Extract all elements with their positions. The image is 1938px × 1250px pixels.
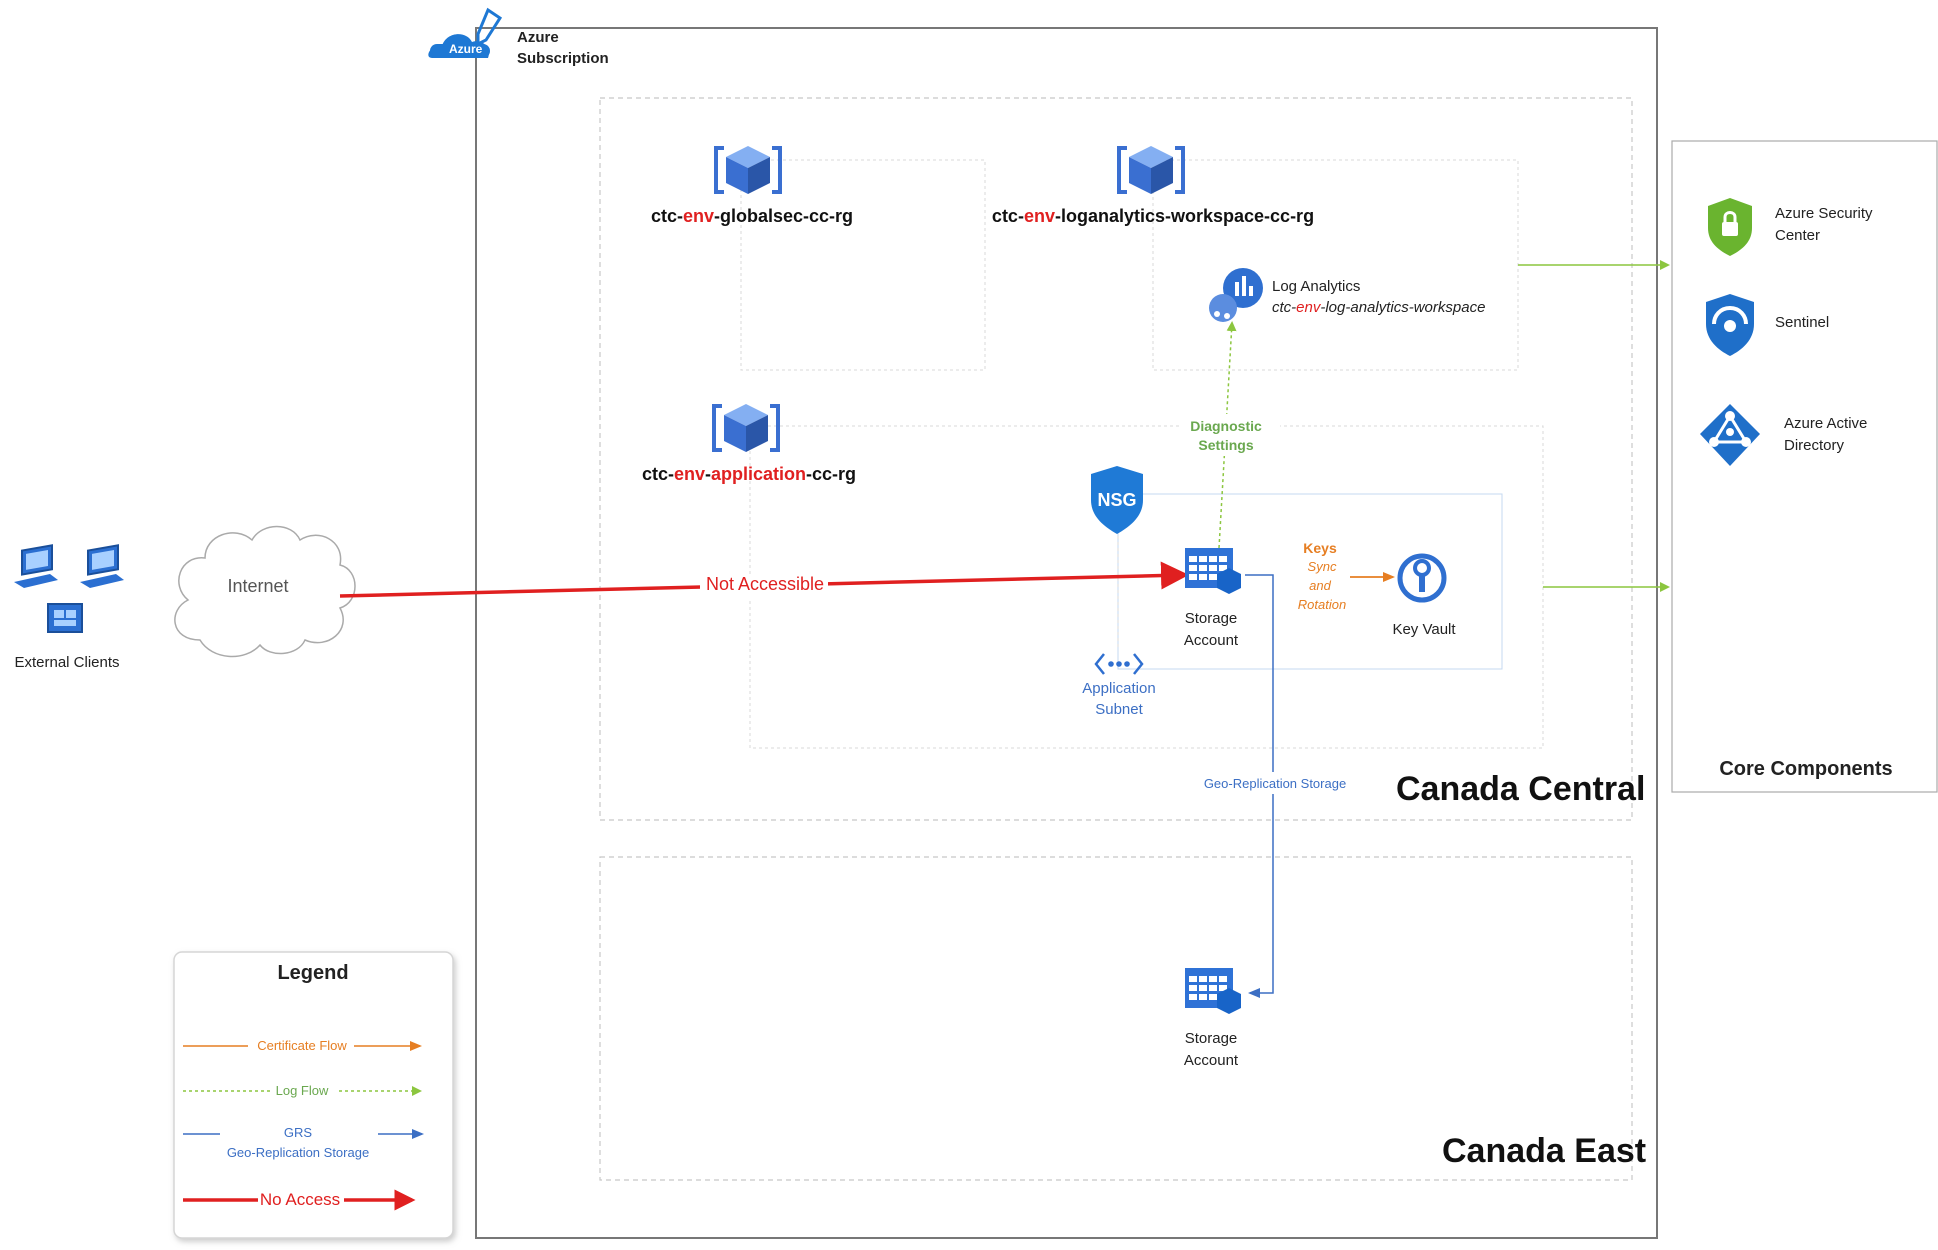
log-analytics-title: Log Analytics — [1272, 278, 1361, 295]
rg-loganalytics-suffix: -loganalytics-workspace-cc-rg — [1054, 206, 1315, 226]
rg-globalsec-env: env — [682, 206, 714, 226]
rg-application-suffix: -cc-rg — [806, 464, 857, 484]
rg-application-app: application — [711, 464, 807, 484]
legend-grs-label-1: GRS — [283, 1125, 313, 1140]
rg-globalsec-suffix: -globalsec-cc-rg — [714, 206, 854, 226]
keys-title: Keys — [1303, 540, 1337, 556]
storage-account-icon — [1185, 968, 1241, 1014]
rg-application-prefix: ctc- — [641, 464, 674, 484]
diagnostic-settings-line2: Settings — [1198, 437, 1254, 453]
aad-line1: Azure Active — [1784, 415, 1868, 432]
region-canada-east — [599, 856, 1633, 1181]
keys-line1: Sync — [1307, 559, 1337, 574]
log-analytics-workspace-name: ctc-env-log-analytics-workspace — [1272, 299, 1485, 316]
rg-globalsec-label: ctc-env-globalsec-cc-rg — [651, 206, 853, 227]
security-center-line2: Center — [1775, 227, 1821, 244]
legend-grs-label-2: Geo-Replication Storage — [226, 1145, 370, 1160]
sentinel-label: Sentinel — [1775, 314, 1830, 331]
computer-icon — [14, 544, 58, 588]
rg-application-env: env — [673, 464, 706, 484]
rg-loganalytics-prefix: ctc- — [991, 206, 1024, 226]
sentinel-shield-icon — [1706, 294, 1754, 356]
resource-group-cube-icon — [712, 404, 780, 452]
internet-cloud-icon — [174, 525, 356, 658]
geo-replication-label: Geo-Replication Storage — [1203, 776, 1347, 791]
external-clients-label: External Clients — [14, 654, 120, 671]
keys-line3: Rotation — [1297, 597, 1347, 612]
subnet-box — [1117, 493, 1503, 670]
server-icon — [47, 603, 83, 633]
rg-globalsec-prefix: ctc- — [650, 206, 683, 226]
not-accessible-label: Not Accessible — [705, 574, 825, 594]
core-components-title: Core Components — [1719, 758, 1893, 780]
nsg-shield-icon — [1091, 466, 1143, 534]
subnet-icon — [1094, 653, 1144, 675]
storage-secondary-line1: Storage — [1184, 1030, 1238, 1047]
key-vault-label: Key Vault — [1392, 621, 1456, 638]
rg-application-middle: - — [705, 464, 712, 484]
subnet-line1: Application — [1082, 680, 1156, 697]
subscription-title-line2: Subscription — [517, 50, 609, 67]
rg-loganalytics-label: ctc-env-loganalytics-workspace-cc-rg — [992, 206, 1314, 227]
aad-line2: Directory — [1784, 437, 1845, 454]
rg-loganalytics-env: env — [1023, 206, 1055, 226]
resource-group-cube-icon — [714, 146, 782, 194]
keys-line2: and — [1309, 578, 1331, 593]
storage-secondary-line2: Account — [1183, 1052, 1239, 1069]
rg-globalsec-box — [740, 159, 986, 371]
nsg-label: NSG — [1097, 490, 1137, 510]
storage-primary-line1: Storage — [1184, 610, 1238, 627]
diagnostic-settings-line1: Diagnostic — [1190, 418, 1262, 434]
computer-icon — [80, 544, 124, 588]
rg-loganalytics-box — [1152, 159, 1519, 371]
azure-active-directory-icon — [1700, 404, 1760, 466]
security-center-line1: Azure Security — [1775, 205, 1873, 222]
subscription-boundary — [475, 27, 1658, 1239]
core-components-panel — [1671, 140, 1938, 793]
storage-account-icon — [1185, 548, 1241, 594]
legend-no-access-label: No Access — [259, 1190, 341, 1209]
legend-log-label: Log Flow — [275, 1083, 329, 1098]
storage-primary-line2: Account — [1183, 632, 1239, 649]
log-flow-arrow — [1218, 321, 1237, 549]
log-analytics-icon — [1209, 268, 1263, 322]
key-vault-icon — [1397, 553, 1447, 603]
internet-label: Internet — [227, 576, 289, 596]
subnet-line2: Subnet — [1095, 701, 1143, 718]
azure-badge-label: Azure — [449, 42, 483, 56]
region-canada-east-label: Canada East — [1442, 1132, 1647, 1170]
azure-cloud-icon — [428, 7, 503, 58]
rg-application-label: ctc-env-application-cc-rg — [642, 464, 856, 485]
workspace-prefix: ctc- — [1272, 299, 1297, 316]
workspace-env: env — [1296, 299, 1321, 316]
workspace-suffix: -log-analytics-workspace — [1320, 299, 1486, 316]
subscription-title-line1: Azure — [517, 29, 559, 46]
resource-group-cube-icon — [1117, 146, 1185, 194]
legend-certificate-label: Certificate Flow — [257, 1038, 347, 1053]
legend-title: Legend — [277, 962, 349, 984]
region-canada-central — [599, 97, 1633, 821]
region-canada-central-label: Canada Central — [1396, 770, 1646, 808]
security-center-shield-icon — [1708, 198, 1752, 256]
